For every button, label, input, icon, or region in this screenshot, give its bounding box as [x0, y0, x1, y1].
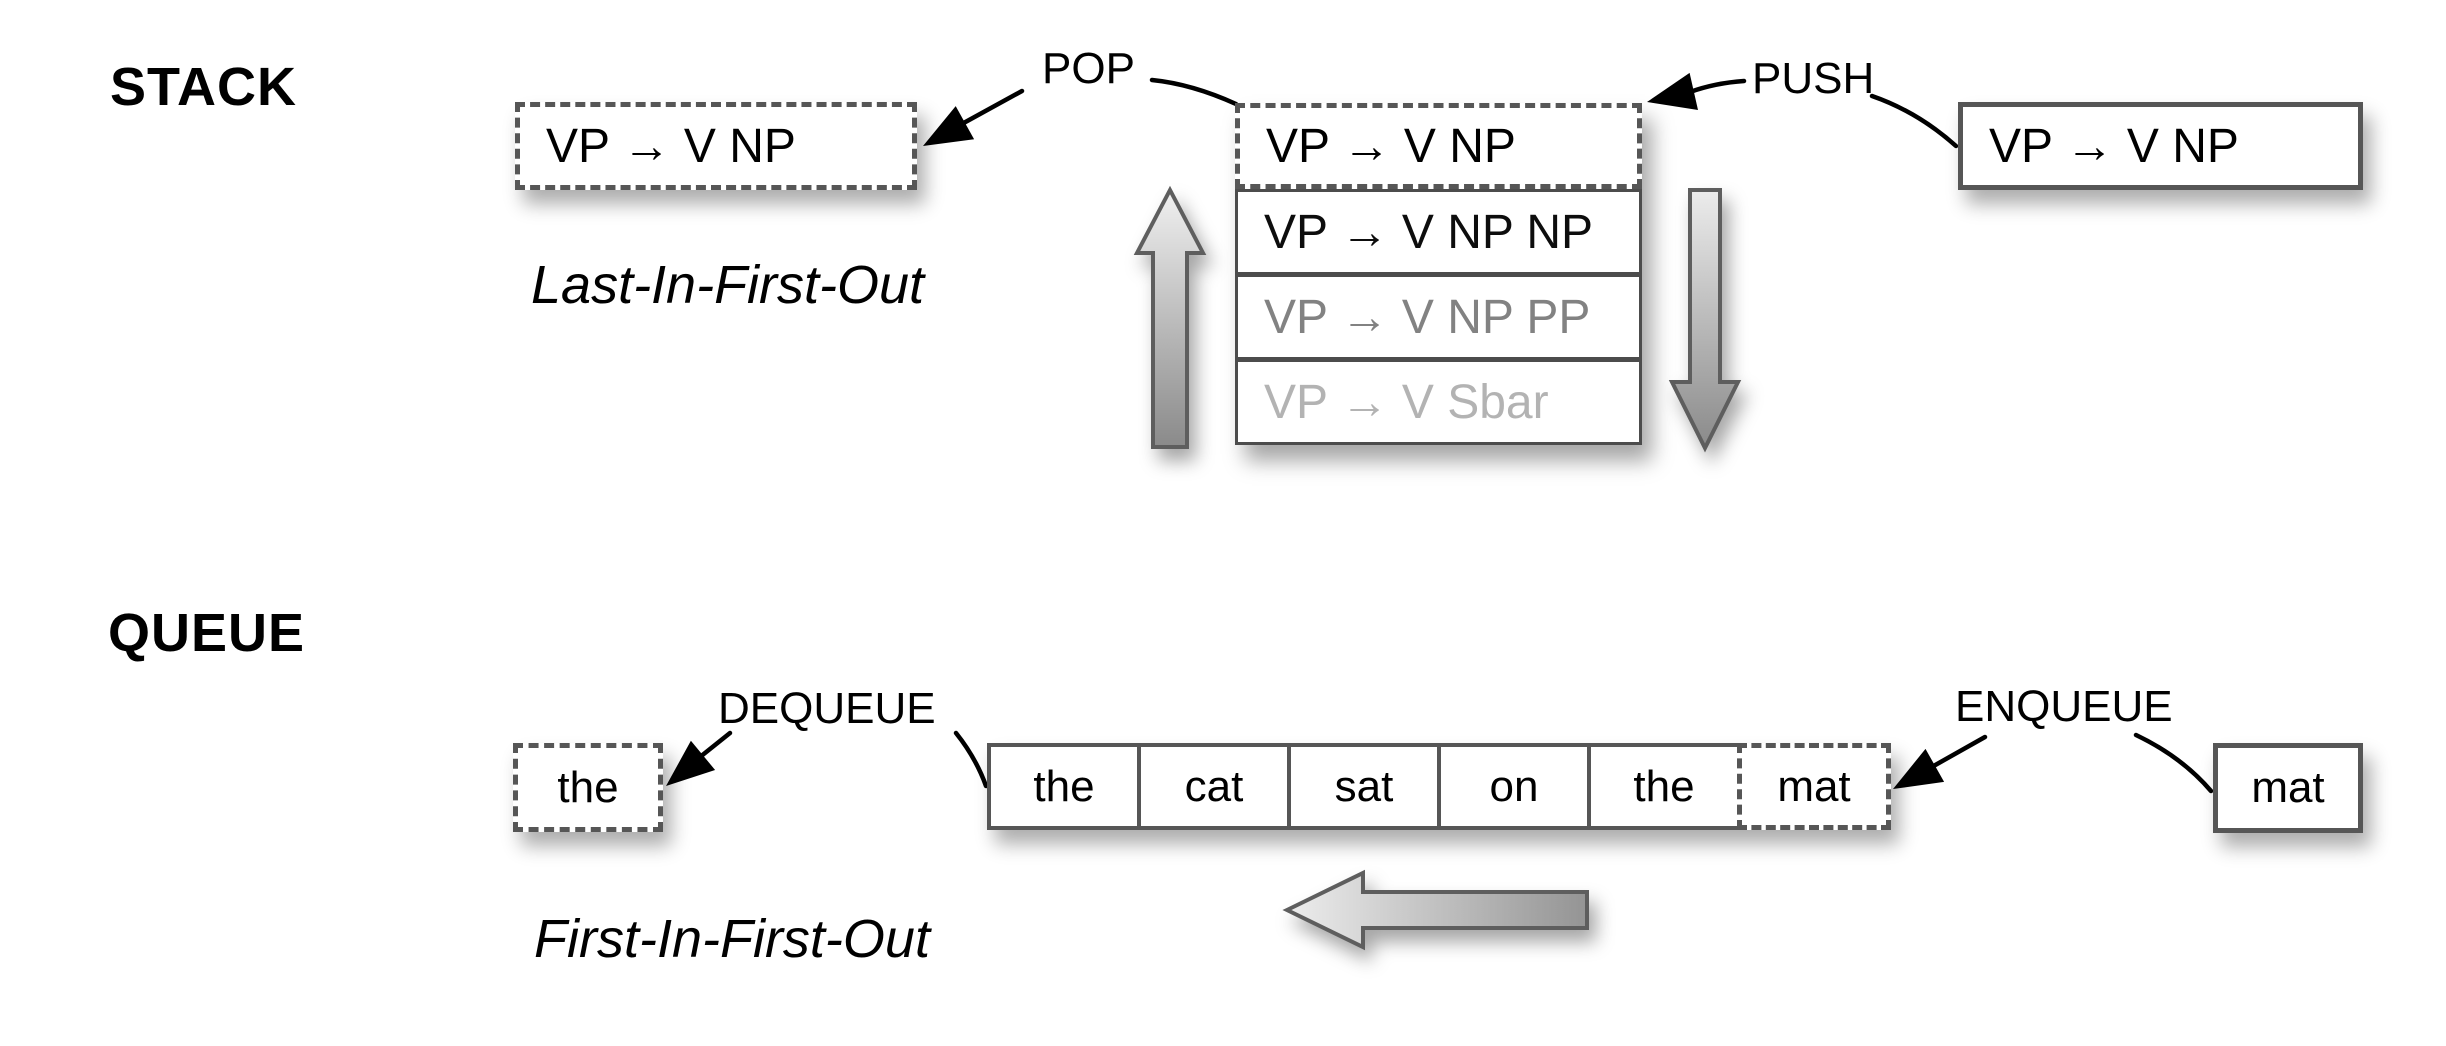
- dequeue-label: DEQUEUE: [718, 684, 936, 733]
- queue-cell: the: [987, 743, 1141, 830]
- queue-cell: cat: [1137, 743, 1291, 830]
- dequeued-word-box: the: [513, 743, 663, 832]
- stack-row: VP → V NP PP: [1235, 274, 1642, 360]
- pop-arrowhead-icon: [923, 106, 975, 146]
- dequeue-arrow-line: [697, 730, 733, 760]
- pop-label: POP: [1042, 44, 1135, 93]
- enqueue-arrow-line: [1927, 734, 1988, 771]
- queue-cell: on: [1437, 743, 1591, 830]
- push-box-line: [1869, 93, 1959, 149]
- popped-rule-label: VP → V NP: [546, 119, 796, 173]
- enqueue-label: ENQUEUE: [1955, 682, 2173, 731]
- queue-cell-label: the: [1033, 761, 1095, 811]
- pop-stack-line: [1149, 77, 1239, 107]
- queue-cell-label: sat: [1334, 761, 1394, 811]
- queue-cell-label: on: [1489, 761, 1539, 811]
- dequeue-direction-arrow: [1282, 869, 1589, 951]
- queue-cell: the: [1587, 743, 1741, 830]
- pop-direction-arrow: [1133, 185, 1207, 449]
- pushed-rule-label: VP → V NP: [1989, 119, 2239, 173]
- lifo-label: Last-In-First-Out: [531, 255, 925, 315]
- pushed-rule-box: VP → V NP: [1958, 102, 2363, 190]
- stack-row-label: VP → V NP PP: [1264, 290, 1591, 344]
- popped-rule-box: VP → V NP: [515, 102, 917, 190]
- queue-section-title: QUEUE: [108, 603, 306, 663]
- enqueue-box-line: [2133, 732, 2214, 794]
- push-arrowhead-icon: [1647, 72, 1698, 110]
- stack-row-label: VP → V Sbar: [1264, 375, 1549, 429]
- queue-cell: sat: [1287, 743, 1441, 830]
- stack-row-top: VP → V NP: [1235, 103, 1642, 189]
- stack-row: VP → V NP NP: [1235, 189, 1642, 275]
- stack-box: VP → V NP VP → V NP NP VP → V NP PP VP →…: [1235, 103, 1642, 445]
- stack-row-label: VP → V NP NP: [1264, 205, 1594, 259]
- queue-row: the cat sat on the mat: [987, 743, 1891, 830]
- push-arrow-line: [1687, 78, 1747, 95]
- queue-cell-label: cat: [1184, 761, 1244, 811]
- enqueue-arrowhead-icon: [1893, 748, 1945, 789]
- stack-section-title: STACK: [110, 57, 297, 117]
- stack-row-label: VP → V NP: [1266, 119, 1516, 173]
- fifo-label: First-In-First-Out: [534, 909, 930, 969]
- dequeue-queue-line: [953, 730, 989, 789]
- queue-cell-enqueued-dashed: mat: [1737, 743, 1891, 830]
- enqueued-word-label: mat: [2251, 763, 2325, 812]
- stack-row: VP → V Sbar: [1235, 359, 1642, 445]
- pop-arrow-line: [957, 88, 1025, 128]
- queue-cell-label: mat: [1777, 761, 1851, 811]
- dequeued-word-label: the: [557, 762, 619, 812]
- queue-cell-label: the: [1633, 761, 1695, 811]
- enqueued-word-box: mat: [2213, 743, 2363, 833]
- push-label: PUSH: [1752, 54, 1875, 103]
- dequeue-arrowhead-icon: [666, 740, 716, 786]
- push-direction-arrow: [1668, 188, 1742, 453]
